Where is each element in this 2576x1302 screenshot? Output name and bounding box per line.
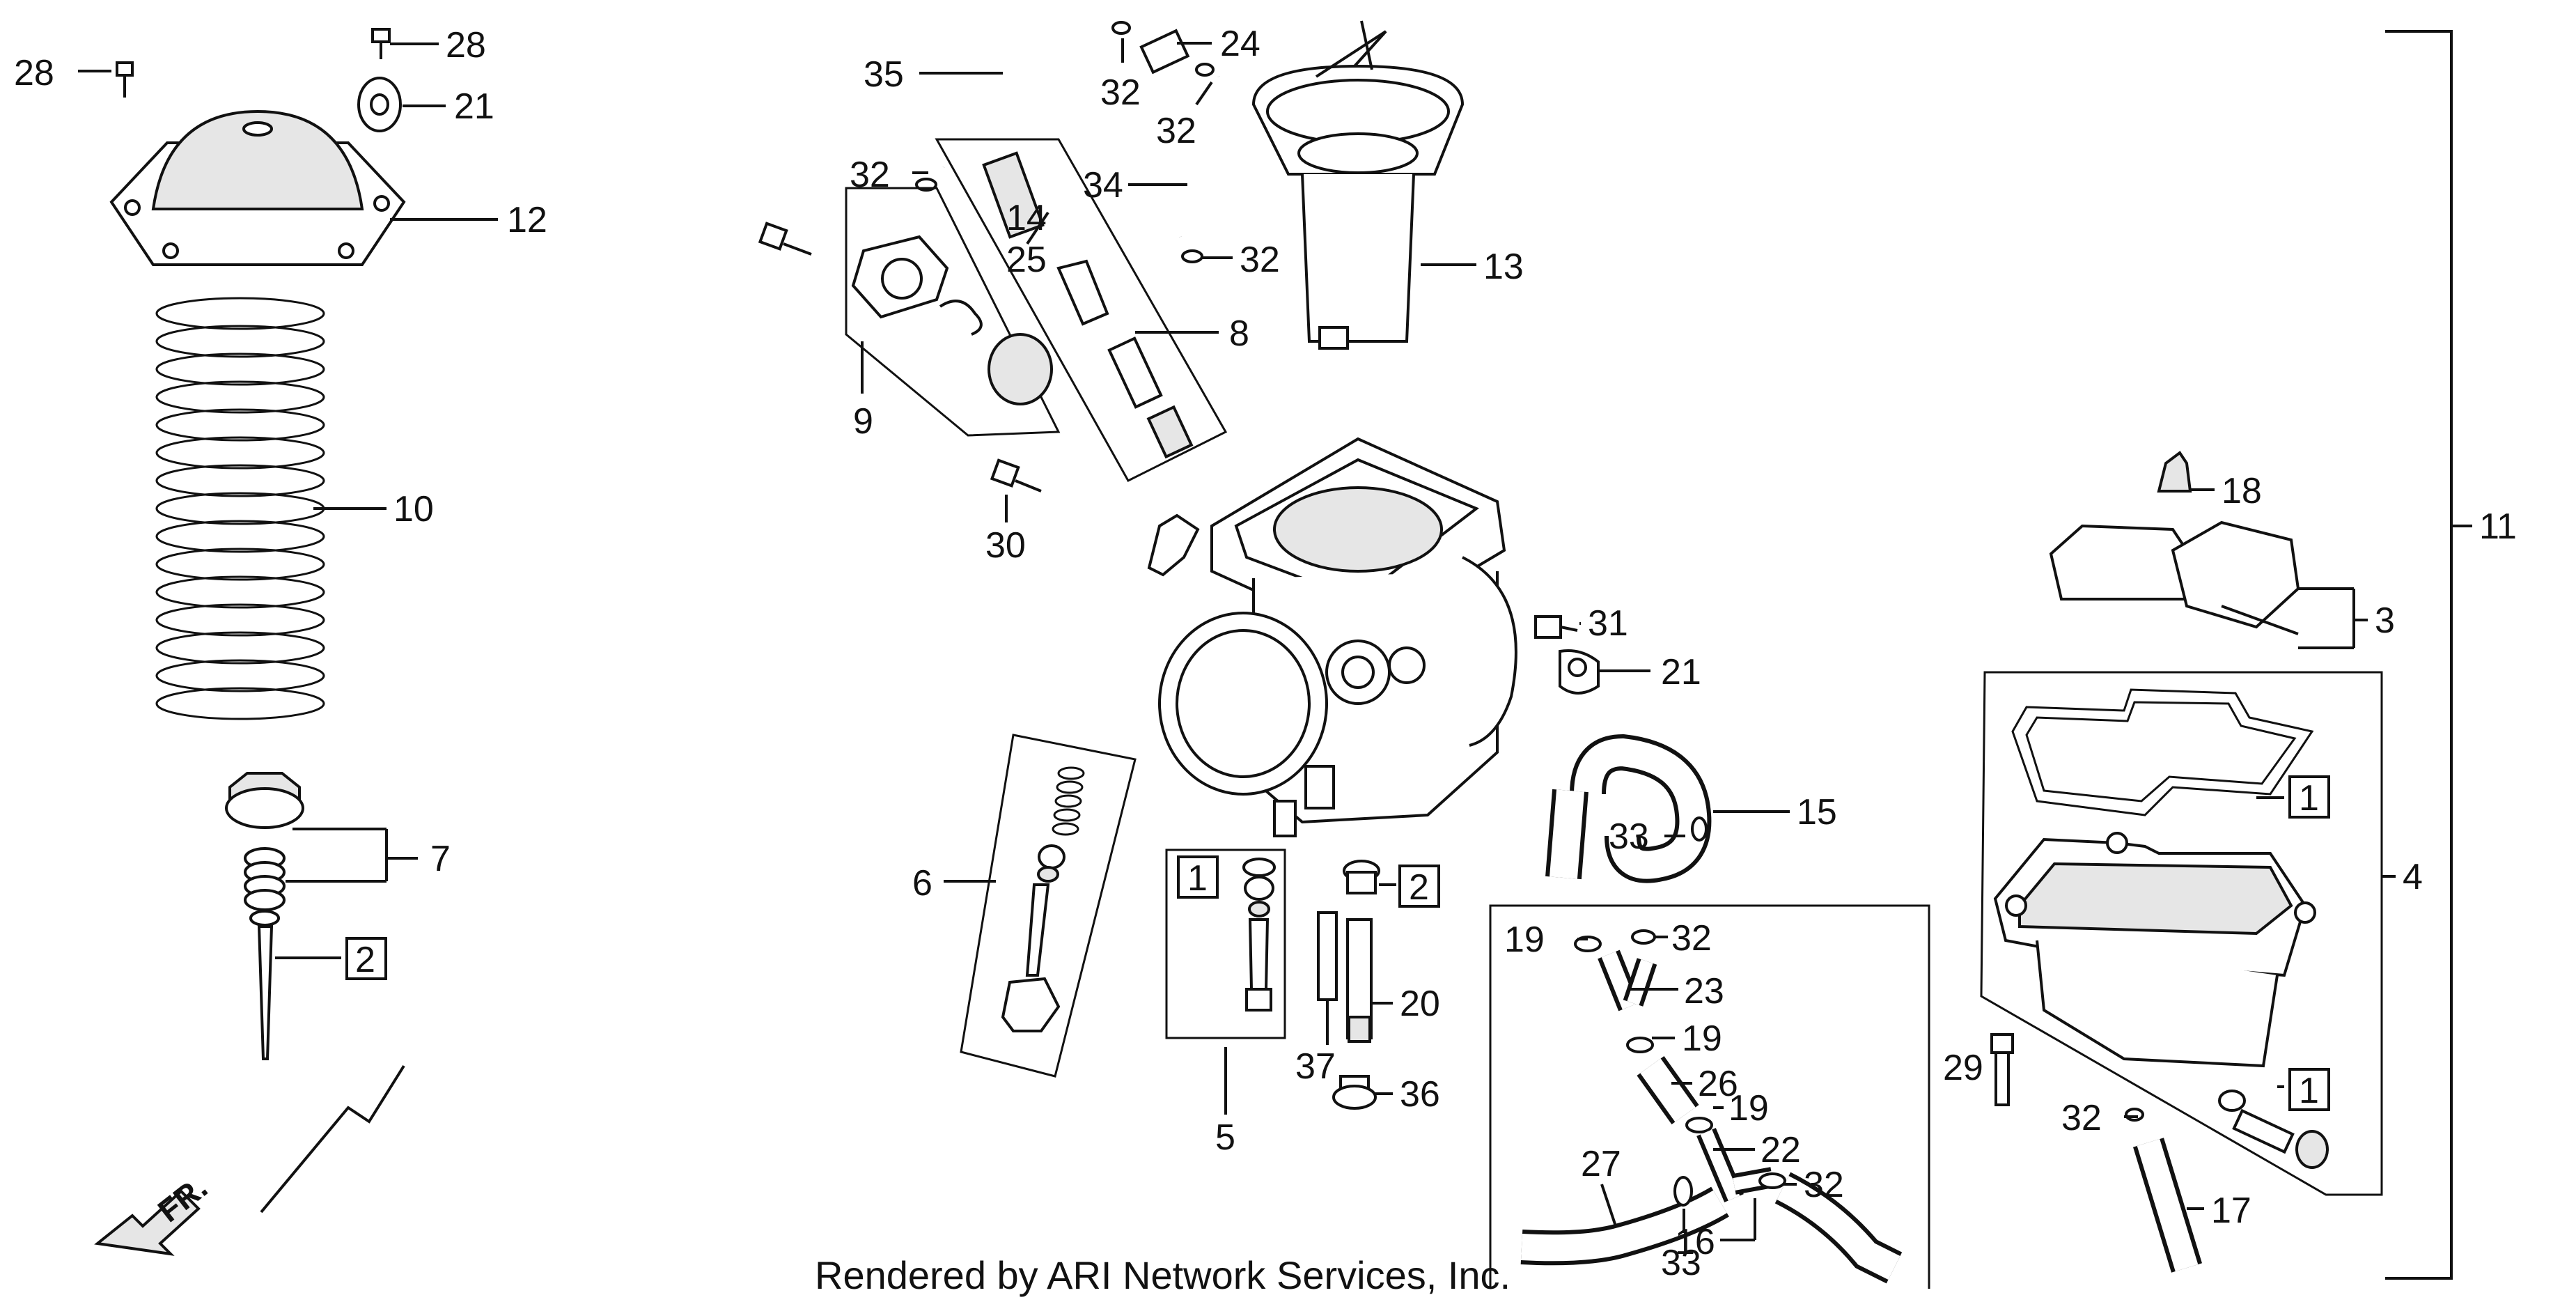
callout-36: 36 [1400, 1074, 1440, 1115]
svg-text:1: 1 [1187, 858, 1208, 899]
middle-lower-parts [960, 734, 1380, 1110]
callout-21: 21 [454, 86, 494, 127]
jet-group-5 [1165, 848, 1286, 1039]
left-leaders [78, 42, 498, 959]
callout-28: 28 [446, 25, 486, 65]
screw-near-9 [758, 222, 812, 256]
callout-16: 16 [1675, 1222, 1715, 1262]
float-bowl-gasket [2011, 688, 2314, 816]
callout-35: 35 [864, 54, 904, 95]
screw-31 [1534, 615, 1578, 639]
callout-37: 37 [1295, 1046, 1336, 1087]
callout-30: 30 [985, 525, 1026, 566]
pilot-screw-group-6 [960, 734, 1137, 1078]
vent-hose-leaders [1577, 936, 1797, 1241]
callout-1-boxed: 1 [1177, 855, 1219, 899]
spring-10 [155, 297, 325, 720]
render-credit: Rendered by ARI Network Services, Inc. [815, 1253, 1511, 1297]
callout-32: 32 [1240, 240, 1280, 280]
callout-22: 22 [1761, 1130, 1801, 1170]
middle-leaders [944, 880, 1396, 1115]
callout-19: 19 [1504, 920, 1545, 960]
svg-text:2: 2 [1409, 867, 1429, 908]
callout-18: 18 [2222, 471, 2262, 511]
jet-2b [1343, 860, 1380, 894]
callout-5: 5 [1215, 1117, 1235, 1158]
callout-7: 7 [430, 839, 451, 879]
callout-20: 20 [1400, 984, 1440, 1024]
callout-29: 29 [1943, 1048, 1983, 1088]
callout-3: 3 [2375, 600, 2395, 641]
drain-screw [2218, 1090, 2329, 1169]
callout-33: 33 [1661, 1243, 1701, 1283]
callout-26: 26 [1698, 1064, 1738, 1104]
callout-9: 9 [853, 401, 873, 442]
float-3 [2049, 520, 2300, 635]
callout-2-boxed: 2 [345, 937, 387, 980]
center-right-parts [1534, 615, 1712, 883]
callout-labels: 28 28 21 12 10 7 2 35 32 24 32 32 34 14 … [14, 24, 2517, 1283]
plug-36 [1332, 1075, 1377, 1110]
float-chamber-group-4 [1980, 671, 2383, 1196]
float-valve-18 [2157, 451, 2192, 493]
callout-25: 25 [1006, 240, 1047, 280]
callout-11: 11 [2479, 506, 2517, 547]
slide-parts-group-8 [935, 138, 1228, 482]
callout-10: 10 [393, 489, 434, 529]
callout-31: 31 [1588, 603, 1628, 644]
top-middle-parts [758, 20, 1465, 493]
callout-12: 12 [507, 200, 547, 240]
screw-28-top [371, 28, 391, 59]
float-bowl [1993, 832, 2316, 1068]
callout-15: 15 [1797, 792, 1837, 832]
callout-28: 28 [14, 53, 54, 93]
vent-hose-group [1489, 904, 1930, 1289]
front-arrow-icon: FR. [94, 1169, 214, 1256]
callout-21: 21 [1661, 652, 1701, 692]
svg-text:1: 1 [2299, 1071, 2319, 1111]
callout-33: 33 [1609, 816, 1649, 857]
callout-1-boxed: 1 [2288, 1068, 2330, 1111]
carburetor-body [1147, 437, 1517, 837]
callout-24: 24 [1220, 24, 1260, 64]
top-cover-assembly: FR. [94, 28, 406, 1256]
right-leaders [2124, 30, 2472, 1280]
callout-8: 8 [1229, 313, 1249, 354]
callout-27: 27 [1581, 1144, 1621, 1184]
screw-29 [1990, 1033, 2014, 1106]
callout-14: 14 [1006, 198, 1047, 238]
screw-28-left [116, 61, 134, 98]
callout-34: 34 [1083, 165, 1123, 206]
callout-19: 19 [1728, 1088, 1769, 1129]
callout-32: 32 [1671, 918, 1712, 959]
pump-group-9 [845, 187, 1061, 437]
callout-32: 32 [1100, 72, 1141, 113]
callout-23: 23 [1684, 971, 1724, 1012]
svg-text:1: 1 [2299, 778, 2319, 819]
jet-needle [257, 925, 274, 1060]
center-right-leaders [1579, 622, 1790, 837]
callout-13: 13 [1483, 247, 1524, 287]
callout-32: 32 [2061, 1098, 2102, 1138]
callout-2-boxed: 2 [1398, 865, 1440, 908]
callout-32: 32 [1804, 1165, 1844, 1205]
fitting-24 [1139, 29, 1190, 75]
bracket-21 [1559, 649, 1600, 695]
callout-1-boxed: 1 [2288, 775, 2330, 819]
pilot-jet-37 [1317, 911, 1338, 1001]
callout-17: 17 [2211, 1191, 2251, 1231]
callout-4: 4 [2403, 857, 2423, 897]
needle-holder-7 [225, 772, 304, 927]
callout-32: 32 [850, 155, 890, 195]
top-cover-12 [109, 109, 406, 266]
callout-6: 6 [912, 863, 932, 904]
top-middle-leaders [861, 38, 1476, 522]
screw-30 [990, 458, 1042, 493]
callout-19: 19 [1682, 1018, 1722, 1059]
callout-32: 32 [1156, 111, 1196, 151]
svg-text:2: 2 [355, 940, 375, 980]
vacuum-piston-13 [1251, 20, 1465, 350]
float-bowl-assembly [1980, 451, 2383, 1273]
